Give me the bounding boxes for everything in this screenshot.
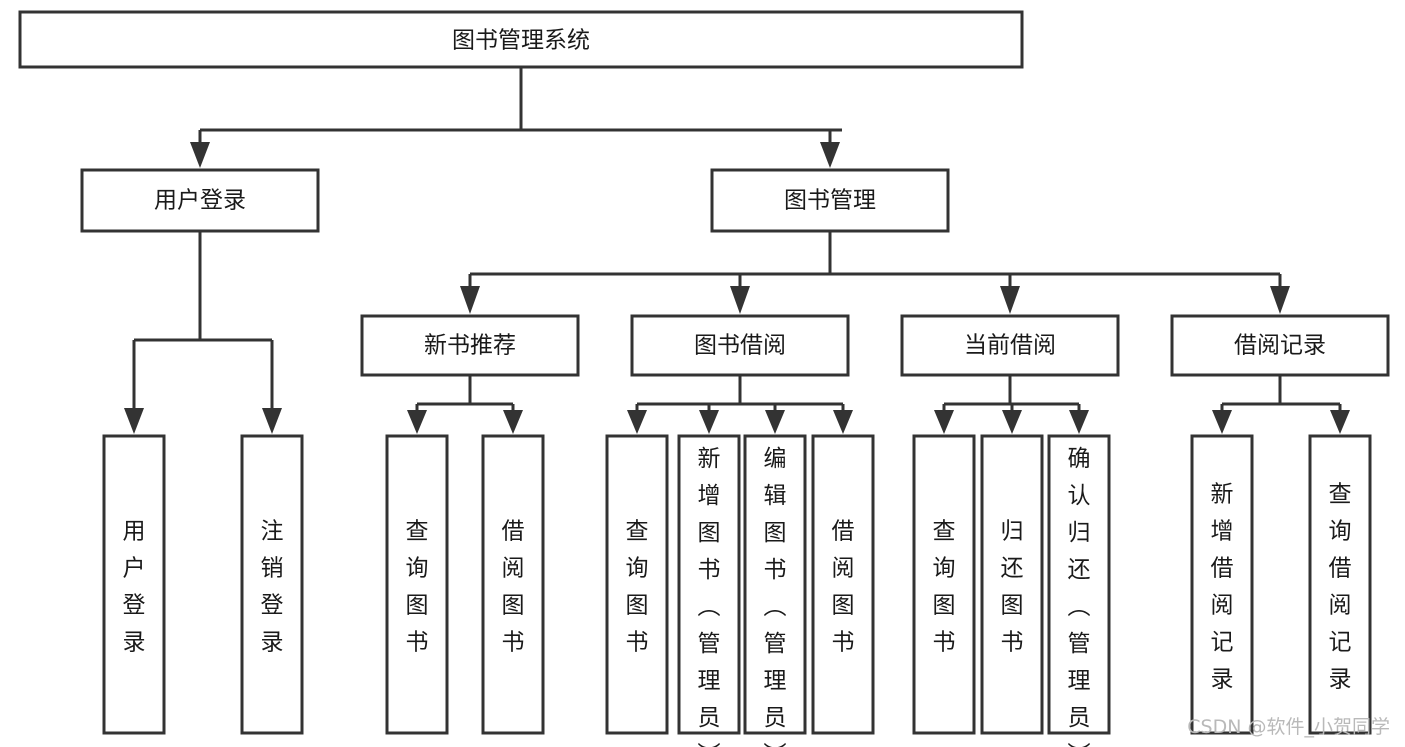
arrowhead-leaf-add-record bbox=[1212, 410, 1232, 434]
node-leaf-query-book-rec-label: 查询图书 bbox=[406, 519, 429, 656]
arrowhead-book-borrow bbox=[730, 286, 750, 314]
arrowhead-leaf-logout bbox=[262, 408, 282, 434]
node-leaf-user-login[interactable]: 用户登录 bbox=[102, 434, 166, 735]
node-leaf-add-record-box[interactable] bbox=[1190, 434, 1254, 735]
node-leaf-logout[interactable]: 注销登录 bbox=[240, 434, 304, 735]
arrowhead-leaf-edit-book bbox=[765, 410, 785, 434]
node-user-login-box[interactable] bbox=[80, 168, 320, 233]
edge-new-book-recommend-trunk bbox=[415, 375, 515, 412]
node-new-book-recommend-label: 新书推荐 bbox=[424, 333, 516, 359]
node-leaf-query-record[interactable]: 查询借阅记录 bbox=[1308, 434, 1372, 735]
node-leaf-logout-label: 注销登录 bbox=[261, 519, 284, 656]
node-leaf-query-record-box[interactable] bbox=[1308, 434, 1372, 735]
node-new-book-recommend-box[interactable] bbox=[360, 314, 580, 377]
edge-book-borrow-trunk bbox=[635, 375, 845, 412]
node-leaf-confirm-return-label: 确认归还︵管理员︶ bbox=[1068, 446, 1091, 747]
edge-user-login-trunk bbox=[132, 231, 274, 410]
csdn-watermark: CSDN @软件_小贺同学 bbox=[1187, 716, 1390, 738]
node-leaf-confirm-return[interactable]: 确认归还︵管理员︶ bbox=[1047, 434, 1111, 747]
arrowhead-leaf-confirm-return bbox=[1069, 410, 1089, 434]
edge-root-trunk bbox=[198, 67, 842, 144]
node-leaf-query-record-label: 查询借阅记录 bbox=[1329, 482, 1352, 693]
arrowhead-leaf-add-book bbox=[699, 410, 719, 434]
node-leaf-add-record[interactable]: 新增借阅记录 bbox=[1190, 434, 1254, 735]
arrowhead-leaf-query-record bbox=[1330, 410, 1350, 434]
edge-borrow-record-trunk bbox=[1220, 375, 1342, 412]
node-borrow-record-label: 借阅记录 bbox=[1234, 333, 1326, 359]
node-book-borrow[interactable]: 图书借阅 bbox=[630, 314, 850, 377]
node-user-login[interactable]: 用户登录 bbox=[80, 168, 320, 233]
node-leaf-query-book-cur-box[interactable] bbox=[912, 434, 976, 735]
node-leaf-borrow-book-rec[interactable]: 借阅图书 bbox=[481, 434, 545, 735]
arrowhead-leaf-borrow-book bbox=[833, 410, 853, 434]
node-leaf-add-book[interactable]: 新增图书︵管理员︶ bbox=[677, 434, 741, 747]
node-leaf-borrow-book-label: 借阅图书 bbox=[832, 519, 855, 656]
node-leaf-confirm-return-box[interactable] bbox=[1047, 434, 1111, 735]
arrowhead-leaf-query-book-cur bbox=[934, 410, 954, 434]
node-new-book-recommend[interactable]: 新书推荐 bbox=[360, 314, 580, 377]
node-leaf-borrow-book-box[interactable] bbox=[811, 434, 875, 735]
edge-book-management-trunk bbox=[468, 231, 1282, 288]
node-leaf-user-login-label: 用户登录 bbox=[123, 519, 146, 656]
node-book-borrow-label: 图书借阅 bbox=[694, 333, 786, 359]
node-root-label: 图书管理系统 bbox=[452, 28, 590, 54]
arrowhead-book-management bbox=[820, 142, 840, 168]
node-book-management-label: 图书管理 bbox=[784, 188, 876, 214]
node-leaf-query-book-borrow[interactable]: 查询图书 bbox=[605, 434, 669, 735]
node-leaf-query-book-borrow-box[interactable] bbox=[605, 434, 669, 735]
node-leaf-borrow-book-rec-label: 借阅图书 bbox=[502, 519, 525, 656]
node-leaf-return-book-box[interactable] bbox=[980, 434, 1044, 735]
node-current-borrow-box[interactable] bbox=[900, 314, 1120, 377]
arrowhead-current-borrow bbox=[1000, 286, 1020, 314]
arrowhead-leaf-query-book-rec bbox=[407, 410, 427, 434]
node-current-borrow-label: 当前借阅 bbox=[964, 333, 1056, 359]
node-current-borrow[interactable]: 当前借阅 bbox=[900, 314, 1120, 377]
node-leaf-query-book-cur-label: 查询图书 bbox=[933, 519, 956, 656]
node-leaf-query-book-cur[interactable]: 查询图书 bbox=[912, 434, 976, 735]
node-leaf-return-book-label: 归还图书 bbox=[1001, 519, 1024, 656]
node-leaf-return-book[interactable]: 归还图书 bbox=[980, 434, 1044, 735]
node-leaf-edit-book-box[interactable] bbox=[743, 434, 807, 735]
node-leaf-query-book-rec[interactable]: 查询图书 bbox=[385, 434, 449, 735]
node-borrow-record-box[interactable] bbox=[1170, 314, 1390, 377]
node-leaf-user-login-box[interactable] bbox=[102, 434, 166, 735]
node-leaf-add-book-label: 新增图书︵管理员︶ bbox=[698, 446, 721, 747]
arrowhead-user-login bbox=[190, 142, 210, 168]
node-leaf-logout-box[interactable] bbox=[240, 434, 304, 735]
arrowhead-leaf-query-book-borrow bbox=[627, 410, 647, 434]
node-leaf-add-record-label: 新增借阅记录 bbox=[1211, 482, 1234, 693]
node-user-login-label: 用户登录 bbox=[154, 188, 246, 214]
node-leaf-query-book-rec-box[interactable] bbox=[385, 434, 449, 735]
node-leaf-borrow-book-rec-box[interactable] bbox=[481, 434, 545, 735]
node-leaf-add-book-box[interactable] bbox=[677, 434, 741, 735]
node-book-management[interactable]: 图书管理 bbox=[710, 168, 950, 233]
node-book-management-box[interactable] bbox=[710, 168, 950, 233]
node-leaf-borrow-book[interactable]: 借阅图书 bbox=[811, 434, 875, 735]
edge-current-borrow-trunk bbox=[942, 375, 1081, 412]
node-root-box[interactable] bbox=[18, 10, 1024, 69]
arrowhead-new-book-recommend bbox=[460, 286, 480, 314]
arrowhead-leaf-return-book bbox=[1002, 410, 1022, 434]
node-borrow-record[interactable]: 借阅记录 bbox=[1170, 314, 1390, 377]
node-leaf-edit-book-label: 编辑图书︵管理员︶ bbox=[764, 446, 787, 747]
connector-layer bbox=[124, 67, 1350, 434]
node-root[interactable]: 图书管理系统 bbox=[18, 10, 1024, 69]
node-leaf-query-book-borrow-label: 查询图书 bbox=[626, 519, 649, 656]
arrowhead-borrow-record bbox=[1270, 286, 1290, 314]
arrowhead-leaf-user-login bbox=[124, 408, 144, 434]
node-leaf-edit-book[interactable]: 编辑图书︵管理员︶ bbox=[743, 434, 807, 747]
node-book-borrow-box[interactable] bbox=[630, 314, 850, 377]
arrowhead-leaf-borrow-book-rec bbox=[503, 410, 523, 434]
